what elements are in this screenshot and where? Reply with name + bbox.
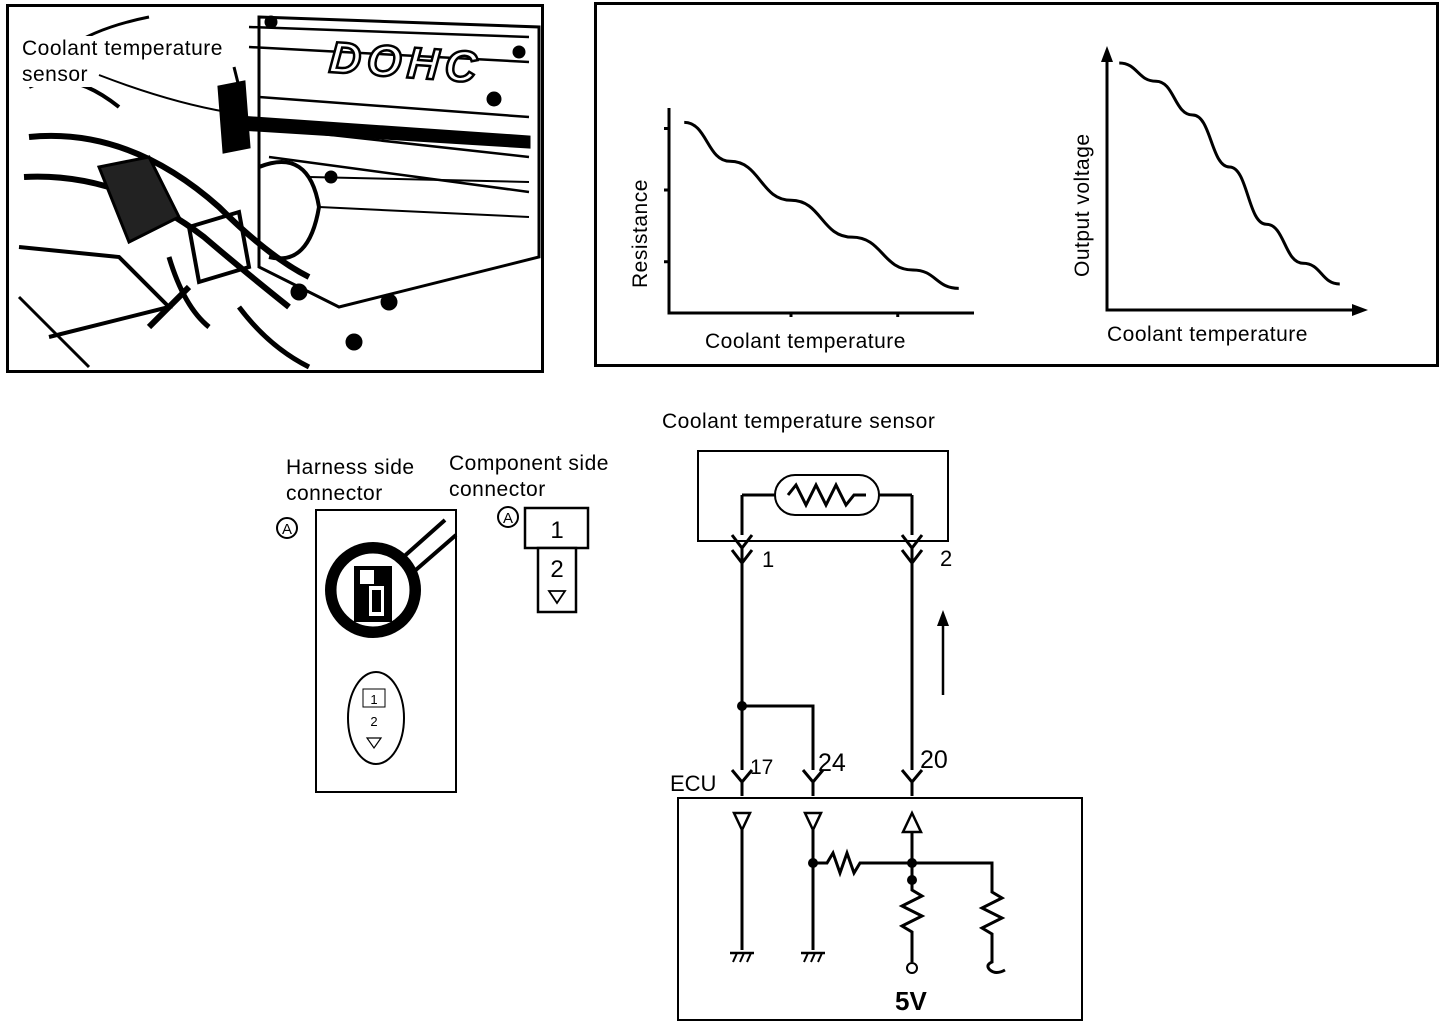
sensor-pin-1-label: 1: [762, 547, 774, 572]
resistance-chart: Coolant temperature Resistance: [629, 108, 974, 353]
sensor-body: [697, 450, 949, 542]
component-pin-2: 2: [550, 556, 563, 583]
resistance-curve: [684, 120, 959, 290]
resistance-x-axis-label: Coolant temperature: [705, 330, 906, 353]
output-voltage-curve: [1119, 61, 1340, 286]
ecu-pin-20-label: 20: [920, 746, 948, 774]
ecu-pin-17-label: 17: [750, 756, 773, 779]
sensor-schematic-title: Coolant temperature sensor: [662, 410, 936, 433]
resistance-axes: [667, 108, 974, 315]
characteristic-charts-panel: Coolant temperature Resistance Coolant te…: [594, 2, 1439, 367]
charts-svg: Coolant temperature Resistance Coolant te…: [629, 46, 1368, 353]
harness-connector-drawing: 1 2: [315, 509, 458, 793]
harness-marker-a: A: [282, 521, 292, 538]
ecu-label: ECU: [670, 771, 716, 796]
output-voltage-x-arrow: [1352, 304, 1368, 316]
engine-bay-drawing: DOHC: [17, 15, 541, 370]
output-voltage-chart: Coolant temperature Output voltage: [1071, 46, 1368, 346]
engine-bay-illustration-panel: DOHC Coolant temperature sensor: [6, 4, 544, 373]
component-pin-1: 1: [550, 517, 563, 544]
harness-connector-label-2: connector: [286, 482, 383, 505]
component-connector-label-1: Component side: [449, 452, 609, 475]
component-connector-label-2: connector: [449, 478, 546, 501]
schematic-svg: 1 2 ECU 17 24 20 5V: [670, 450, 1083, 1021]
sensor-callout-line2: sensor: [19, 62, 92, 87]
component-marker-a: A: [503, 510, 513, 527]
output-voltage-x-axis-label: Coolant temperature: [1107, 323, 1308, 346]
connectors-svg: A A 1 2 1 2: [276, 506, 590, 793]
dohc-badge: DOHC: [328, 33, 485, 93]
harness-pin-1: 1: [370, 692, 377, 707]
sensor-pin-2-label: 2: [940, 546, 952, 571]
resistance-y-axis-label: Resistance: [629, 179, 652, 288]
ecu-pin-24-label: 24: [818, 749, 846, 777]
output-voltage-y-arrow: [1101, 46, 1113, 62]
ecu-body: [677, 797, 1083, 1021]
output-voltage-y-axis-label: Output voltage: [1071, 133, 1094, 277]
harness-pin-2: 2: [370, 714, 377, 729]
output-voltage-axes: [1105, 50, 1362, 312]
harness-connector-label-1: Harness side: [286, 456, 415, 479]
component-connector-drawing: 1 2: [523, 506, 590, 614]
supply-5v-label: 5V: [895, 986, 927, 1016]
sensor-callout-line1: Coolant temperature: [19, 36, 226, 61]
